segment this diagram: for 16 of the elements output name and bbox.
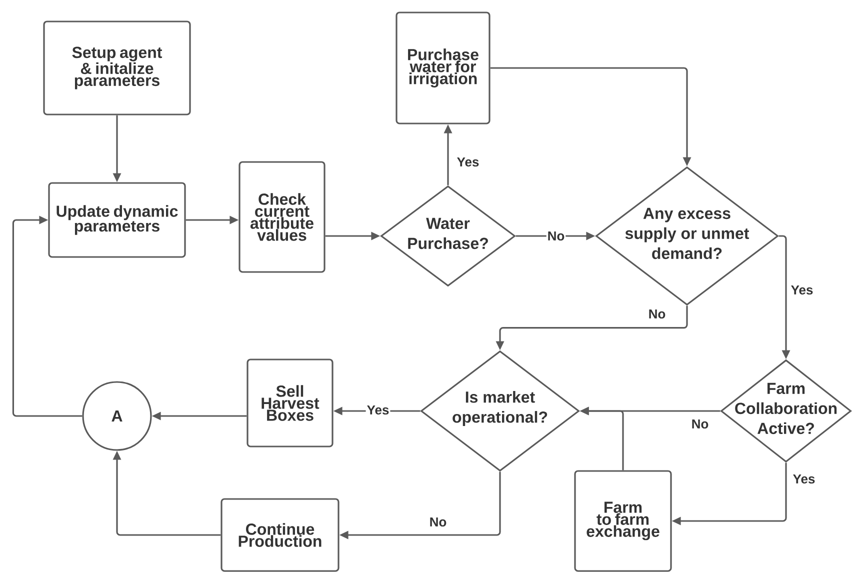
process-box: Update dynamic parameters bbox=[48, 182, 186, 258]
edge-label: Yes bbox=[366, 404, 390, 416]
process-box: Check current attribute values bbox=[238, 161, 326, 273]
edge-label: No bbox=[690, 418, 710, 430]
edge-label: Yes bbox=[790, 284, 814, 296]
edge-label: No bbox=[647, 308, 667, 320]
edge-label: No bbox=[546, 230, 566, 242]
process-box: Farm to farm exchange bbox=[574, 470, 672, 572]
process-box: Sell Harvest Boxes bbox=[246, 358, 334, 448]
edge-label: No bbox=[428, 516, 448, 528]
process-box: Setup agent & initalize parameters bbox=[43, 20, 191, 116]
edge-label: Yes bbox=[456, 156, 480, 168]
process-box: Purchase water for irrigation bbox=[396, 12, 490, 124]
edge-label: Yes bbox=[792, 473, 816, 485]
arrow bbox=[12, 216, 82, 417]
process-box: Continue Production bbox=[220, 498, 340, 572]
